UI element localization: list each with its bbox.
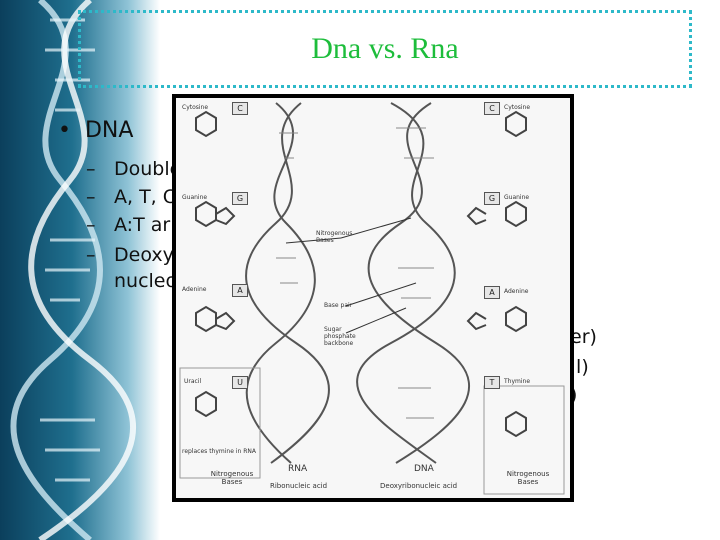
- bullet-main-text: DNA: [84, 118, 134, 143]
- sub-bullet-text: A:T ar: [114, 214, 171, 236]
- right-text-fragment: er): [570, 326, 597, 348]
- sub-bullet: –A, T, C: [86, 186, 177, 208]
- nitrogenous-bases-left: Nitrogenous Bases: [210, 470, 254, 486]
- title-box: Dna vs. Rna: [78, 10, 692, 88]
- sub-bullet: –Double: [86, 158, 182, 180]
- sub-bullet-continuation: nucleo: [114, 270, 178, 292]
- nitrogenous-bases-right: Nitrogenous Bases: [506, 470, 550, 486]
- base-label-guanine: Guanine: [182, 194, 208, 201]
- dna-background-graphic: [0, 0, 160, 540]
- callout-nitrogenous-bases: Nitrogenous Bases: [316, 230, 353, 244]
- letter-a-right: A: [484, 286, 500, 299]
- bullet-dna: • DNA: [58, 118, 133, 143]
- sub-bullet: –A:T ar: [86, 214, 171, 236]
- uracil-note: replaces thymine in RNA: [182, 448, 256, 455]
- base-label-cytosine-right: Cytosine: [504, 104, 531, 111]
- slide-title: Dna vs. Rna: [311, 32, 459, 65]
- base-label-uracil: Uracil: [184, 378, 202, 385]
- helix-drawing: [179, 102, 565, 495]
- base-label-cytosine: Cytosine: [182, 104, 209, 111]
- sub-bullet-text: Deoxy: [114, 244, 174, 266]
- letter-c: C: [232, 102, 248, 115]
- base-label-adenine-right: Adenine: [504, 288, 529, 295]
- sub-bullet-text: Double: [114, 158, 182, 180]
- right-text-fragment: .l): [570, 356, 589, 378]
- sub-bullet-text: A, T, C: [114, 186, 177, 208]
- rna-name: Ribonucleic acid: [270, 482, 328, 490]
- base-label-guanine-right: Guanine: [504, 194, 530, 201]
- base-label-thymine-right: Thymine: [504, 378, 531, 385]
- letter-c-right: C: [484, 102, 500, 115]
- sub-bullet: –Deoxy: [86, 244, 174, 266]
- dna-label: DNA: [414, 464, 434, 474]
- rna-label: RNA: [288, 464, 308, 474]
- bullet-dot-icon: •: [58, 118, 71, 143]
- callout-base-pair: Base pair: [324, 302, 353, 309]
- figure-canvas: Cytosine C Guanine G Adenine A Uracil U …: [176, 98, 570, 498]
- letter-a: A: [232, 284, 248, 297]
- letter-t-right: T: [484, 376, 500, 389]
- letter-u: U: [232, 376, 248, 389]
- callout-sugar-phosphate: Sugar phosphate backbone: [324, 326, 356, 347]
- base-label-adenine: Adenine: [182, 286, 207, 293]
- letter-g: G: [232, 192, 248, 205]
- dna-name: Deoxyribonucleic acid: [380, 482, 458, 490]
- letter-g-right: G: [484, 192, 500, 205]
- rna-dna-figure: Cytosine C Guanine G Adenine A Uracil U …: [172, 94, 574, 502]
